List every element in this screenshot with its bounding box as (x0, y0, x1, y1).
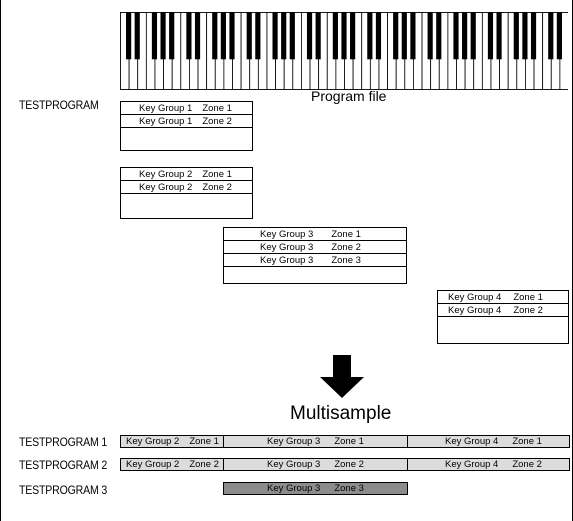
black-key (316, 13, 321, 60)
black-key (186, 13, 191, 60)
piano-keyboard (120, 12, 568, 90)
group-label: Key Group 4 (448, 305, 501, 316)
keygroup-row: Key Group 4 Zone 1 (438, 291, 568, 304)
multisample-segment: Key Group 2 Zone 2 (120, 458, 224, 471)
zone-label: Zone 1 (331, 229, 361, 240)
group-label: Key Group 2 (139, 169, 192, 180)
keygroup-row: Key Group 3 Zone 3 (224, 254, 406, 267)
group-label: Key Group 2 (126, 459, 179, 470)
keygroup-row: Key Group 2 Zone 2 (121, 181, 252, 194)
black-key (410, 13, 415, 60)
black-key (514, 13, 519, 60)
multisample-segment: Key Group 4 Zone 2 (407, 458, 570, 471)
zone-label: Zone 1 (334, 436, 364, 447)
multisample-segment: Key Group 2 Zone 1 (120, 435, 224, 448)
black-key (557, 13, 562, 60)
keygroup-row: Key Group 1 Zone 1 (121, 102, 252, 115)
keygroup-table-4: Key Group 4 Zone 1 Key Group 4 Zone 2 (437, 290, 569, 344)
multisample-program-name: TESTPROGRAM 1 (19, 435, 107, 449)
keygroup-row: Key Group 2 Zone 1 (121, 168, 252, 181)
zone-label: Zone 1 (202, 103, 232, 114)
multisample-program-name: TESTPROGRAM 2 (19, 458, 107, 472)
multisample-segment: Key Group 4 Zone 1 (407, 435, 570, 448)
black-key (229, 13, 234, 60)
group-label: Key Group 4 (445, 459, 498, 470)
multisample-segment: Key Group 3 Zone 2 (223, 458, 408, 471)
black-key (471, 13, 476, 60)
black-key (453, 13, 458, 60)
group-label: Key Group 2 (139, 182, 192, 193)
black-key (402, 13, 407, 60)
group-label: Key Group 1 (139, 116, 192, 127)
zone-label: Zone 1 (513, 292, 543, 303)
program-name: TESTPROGRAM (19, 98, 99, 112)
black-key (290, 13, 295, 60)
keygroup-table-3: Key Group 3 Zone 1 Key Group 3 Zone 2 Ke… (223, 227, 407, 284)
group-label: Key Group 2 (126, 436, 179, 447)
group-label: Key Group 3 (267, 436, 320, 447)
group-label: Key Group 3 (267, 459, 320, 470)
zone-label: Zone 2 (512, 459, 542, 470)
black-key (333, 13, 338, 60)
black-key (307, 13, 312, 60)
group-label: Key Group 3 (260, 229, 313, 240)
zone-label: Zone 2 (202, 116, 232, 127)
multisample-caption: Multisample (290, 403, 391, 425)
multisample-segment: Key Group 3 Zone 1 (223, 435, 408, 448)
black-key (135, 13, 140, 60)
zone-label: Zone 1 (189, 436, 219, 447)
black-key (350, 13, 355, 60)
zone-label: Zone 2 (189, 459, 219, 470)
zone-label: Zone 1 (512, 436, 542, 447)
down-arrow-icon (318, 355, 366, 399)
zone-label: Zone 2 (334, 459, 364, 470)
program-file-caption: Program file (311, 88, 386, 104)
black-key (247, 13, 252, 60)
multisample-program-name: TESTPROGRAM 3 (19, 483, 107, 497)
zone-label: Zone 1 (202, 169, 232, 180)
black-key (367, 13, 372, 60)
black-key (152, 13, 157, 60)
keygroup-table-1: Key Group 1 Zone 1 Key Group 1 Zone 2 (120, 101, 253, 151)
black-key (428, 13, 433, 60)
group-label: Key Group 3 (260, 242, 313, 253)
zone-label: Zone 2 (331, 242, 361, 253)
keygroup-row: Key Group 4 Zone 2 (438, 304, 568, 317)
black-key (126, 13, 131, 60)
black-key (488, 13, 493, 60)
group-label: Key Group 4 (445, 436, 498, 447)
black-key (436, 13, 441, 60)
group-label: Key Group 4 (448, 292, 501, 303)
zone-label: Zone 3 (334, 483, 364, 494)
keygroup-row: Key Group 3 Zone 1 (224, 228, 406, 241)
black-key (531, 13, 536, 60)
multisample-segment: Key Group 3 Zone 3 (223, 482, 408, 495)
black-key (393, 13, 398, 60)
black-key (496, 13, 501, 60)
black-key (255, 13, 260, 60)
black-key (462, 13, 467, 60)
black-key (169, 13, 174, 60)
group-label: Key Group 1 (139, 103, 192, 114)
zone-label: Zone 2 (202, 182, 232, 193)
group-label: Key Group 3 (267, 483, 320, 494)
keygroup-row: Key Group 1 Zone 2 (121, 115, 252, 128)
black-key (272, 13, 277, 60)
black-key (281, 13, 286, 60)
zone-label: Zone 3 (331, 255, 361, 266)
keygroup-table-2: Key Group 2 Zone 1 Key Group 2 Zone 2 (120, 167, 253, 219)
black-key (160, 13, 165, 60)
black-key (195, 13, 200, 60)
black-key (221, 13, 226, 60)
black-key (548, 13, 553, 60)
black-key (341, 13, 346, 60)
group-label: Key Group 3 (260, 255, 313, 266)
keygroup-row: Key Group 3 Zone 2 (224, 241, 406, 254)
zone-label: Zone 2 (513, 305, 543, 316)
black-key (522, 13, 527, 60)
black-key (212, 13, 217, 60)
black-key (376, 13, 381, 60)
